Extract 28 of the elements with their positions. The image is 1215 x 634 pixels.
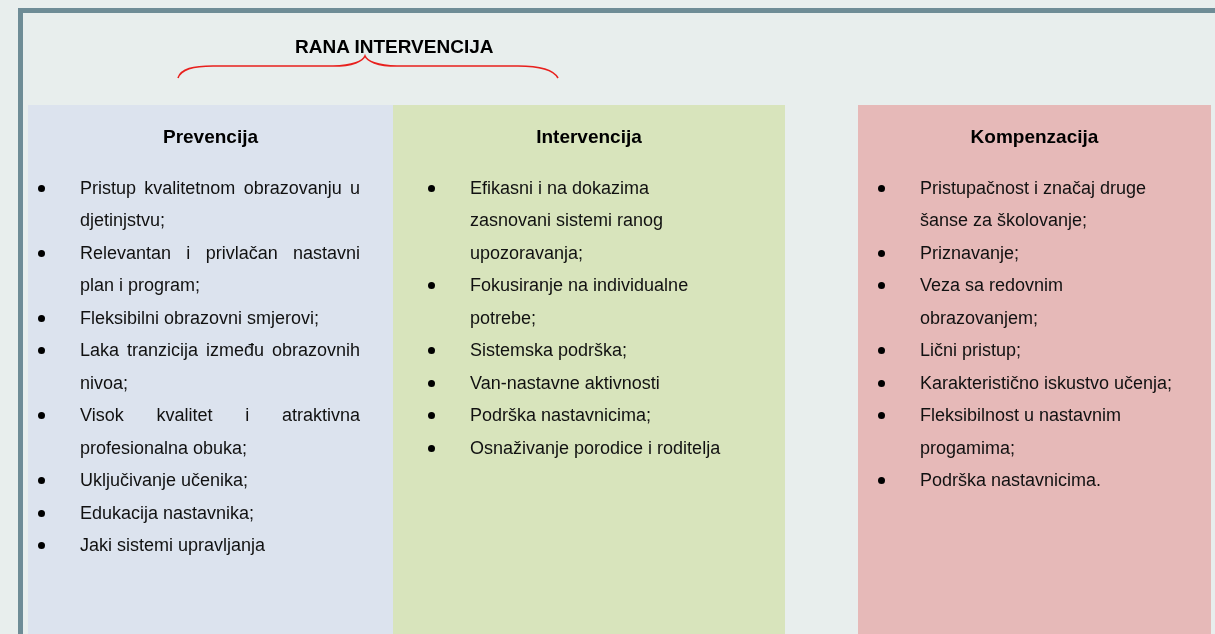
bullet-item: Van-nastavne aktivnosti [470, 371, 661, 395]
bullet-item: Fokusiranje na individualne potrebe; [470, 274, 690, 330]
bullet-item: Karakteristično iskustvo učenja; [920, 371, 1174, 395]
bullet-item: Uključivanje učenika; [80, 469, 250, 492]
bullet-item: Sistemska podrška; [470, 339, 629, 362]
bullet-item: Visok kvalitet i atraktivna profesionalna obuka; [80, 404, 360, 460]
column-panel [393, 105, 785, 634]
column-panel [858, 105, 1211, 634]
column-heading: Prevencija [161, 125, 260, 149]
column-heading: Kompenzacija [969, 125, 1100, 149]
bullet-item: Relevantan i privlačan nastavni plan i program; [80, 241, 360, 297]
bullet-item: Priznavanje; [920, 241, 1021, 265]
bullet-item: Podrška nastavnicima; [470, 404, 653, 427]
bullet-item: Veza sa redovnim obrazovanjem; [920, 274, 1065, 330]
bullet-item: Jaki sistemi upravljanja [80, 534, 267, 557]
bullet-item: Lični pristup; [920, 339, 1023, 362]
bullet-item: Pristupačnost i značaj druge šanse za školovanje; [920, 176, 1148, 232]
bullet-item: Fleksibilnost u nastavnim progamima; [920, 404, 1123, 460]
bullet-item: Pristup kvalitetnom obrazovanju u djetinjstvu; [80, 176, 360, 232]
bullet-item: Fleksibilni obrazovni smjerovi; [80, 306, 321, 330]
bullet-item: Edukacija nastavnika; [80, 501, 256, 525]
bullet-item: Laka tranzicija između obrazovnih nivoa; [80, 339, 360, 395]
column-heading: Intervencija [535, 125, 643, 149]
column-panel [28, 105, 393, 634]
bullet-item: Efikasni i na dokazima zasnovani sistemi ranog upozoravanja; [470, 176, 665, 265]
bullet-item: Osnaživanje porodice i roditelja [470, 436, 722, 460]
bullet-item: Podrška nastavnicima. [920, 469, 1103, 492]
title: RANA INTERVENCIJA [295, 37, 494, 56]
